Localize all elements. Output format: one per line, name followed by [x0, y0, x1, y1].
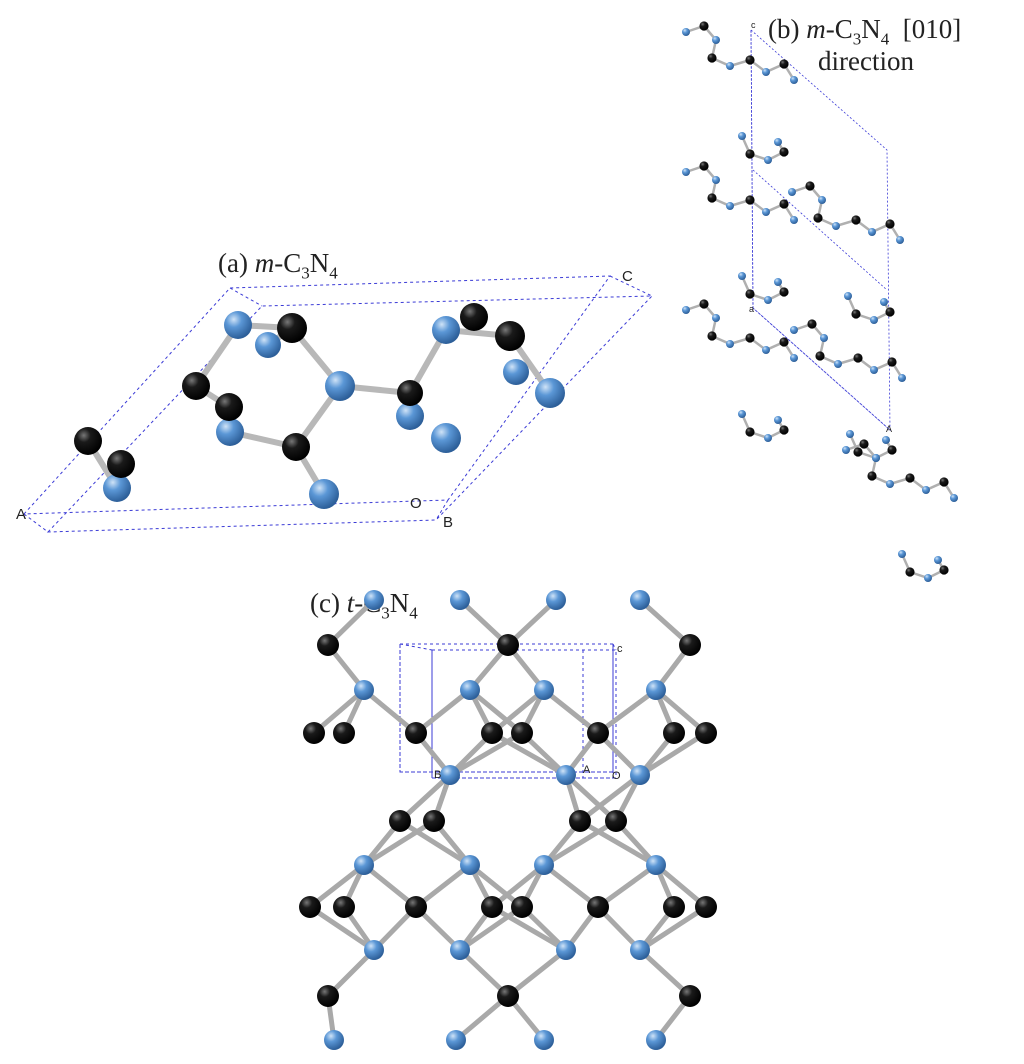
- panel-c-unit-cell: [399, 643, 617, 779]
- panel-b-label-line2: direction: [818, 46, 914, 76]
- panel-a-structure: A O B C: [16, 268, 654, 533]
- panel-b-label: (b) m-C3N4 [010]: [768, 14, 962, 49]
- axis-letter-o: O: [612, 770, 621, 782]
- panel-c-structure: c B A O: [299, 590, 717, 1050]
- panel-a-label: (a) m-C3N4: [218, 248, 338, 283]
- panel-a-carbon-atoms: [74, 303, 525, 478]
- panel-b-atoms: [682, 21, 958, 582]
- axis-letter-o: O: [410, 495, 422, 512]
- axis-letter-a: A: [16, 506, 26, 523]
- panel-c-lattice: [299, 590, 717, 1050]
- axis-letter-a-origin: a: [749, 304, 754, 314]
- panel-b-structure: c a A: [682, 20, 958, 582]
- panel-c-atoms: [299, 590, 717, 1050]
- axis-letter-a: A: [583, 764, 591, 776]
- axis-letter-b: B: [434, 769, 441, 781]
- panel-b-axis-labels: c a A: [749, 20, 892, 434]
- axis-letter-c: c: [751, 20, 756, 30]
- panel-b-unit-cell: [750, 29, 891, 431]
- panel-a-unit-cell: [22, 275, 654, 533]
- panel-b-chain-layer: [682, 21, 958, 582]
- axis-letter-c: c: [617, 643, 623, 655]
- panel-a-nitrogen-atoms: [103, 311, 565, 509]
- panel-b-bonds: [684, 24, 956, 580]
- panel-a-bonds: [85, 322, 553, 497]
- axis-letter-c: C: [622, 268, 633, 285]
- panel-c-bonds: [307, 597, 709, 1043]
- axis-letter-b: B: [443, 514, 453, 531]
- panel-a-axis-labels: A O B C: [16, 268, 633, 531]
- axis-letter-a: A: [886, 424, 892, 434]
- panel-c-axis-labels: c B A O: [434, 643, 623, 782]
